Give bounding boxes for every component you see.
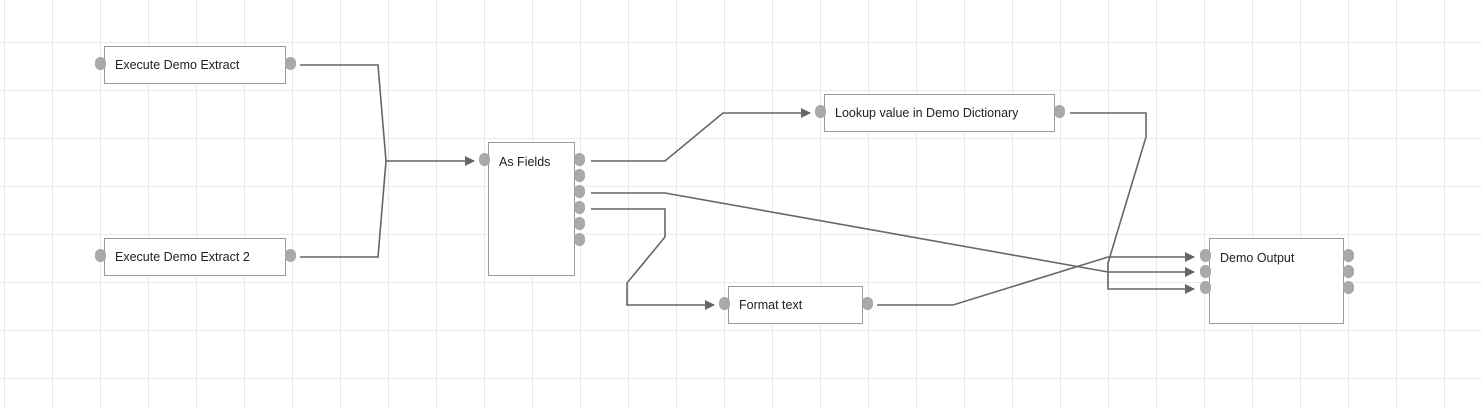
as-fields-output-port-3[interactable] <box>574 185 585 198</box>
node-label: Lookup value in Demo Dictionary <box>835 106 1019 120</box>
edges-layer <box>300 64 1195 310</box>
as-fields-output-port-2[interactable] <box>574 169 585 182</box>
edge-extract1-to-as-fields[interactable] <box>300 64 475 166</box>
output-input-port-1[interactable] <box>1200 249 1211 262</box>
node-as-fields[interactable]: As Fields <box>488 142 575 276</box>
edge-as-fields-to-lookup[interactable] <box>591 108 811 162</box>
edge-extract2-to-as-fields[interactable] <box>300 160 387 258</box>
format-text-input-port[interactable] <box>719 297 730 310</box>
edge-format-text-to-output[interactable] <box>877 252 1195 306</box>
output-input-port-3[interactable] <box>1200 281 1211 294</box>
node-demo-output[interactable]: Demo Output <box>1209 238 1344 324</box>
node-format-text[interactable]: Format text <box>728 286 863 324</box>
extract1-output-port[interactable] <box>285 57 296 70</box>
node-lookup-value-in-demo-dictionary[interactable]: Lookup value in Demo Dictionary <box>824 94 1055 132</box>
node-label: As Fields <box>499 155 551 169</box>
output-output-port-3[interactable] <box>1343 281 1354 294</box>
lookup-output-port[interactable] <box>1054 105 1065 118</box>
as-fields-input-port[interactable] <box>479 153 490 166</box>
as-fields-output-port-5[interactable] <box>574 217 585 230</box>
extract1-input-port[interactable] <box>95 57 106 70</box>
extract2-input-port[interactable] <box>95 249 106 262</box>
node-execute-demo-extract-2[interactable]: Execute Demo Extract 2 <box>104 238 286 276</box>
extract2-output-port[interactable] <box>285 249 296 262</box>
edge-as-fields-to-output[interactable] <box>591 192 1195 277</box>
node-label: Execute Demo Extract <box>115 58 240 72</box>
as-fields-output-port-1[interactable] <box>574 153 585 166</box>
format-text-output-port[interactable] <box>862 297 873 310</box>
as-fields-output-port-4[interactable] <box>574 201 585 214</box>
output-output-port-1[interactable] <box>1343 249 1354 262</box>
node-execute-demo-extract[interactable]: Execute Demo Extract <box>104 46 286 84</box>
as-fields-output-port-6[interactable] <box>574 233 585 246</box>
edge-as-fields-to-format-text[interactable] <box>591 208 715 310</box>
edge-lookup-to-output[interactable] <box>1070 112 1195 294</box>
node-label: Demo Output <box>1220 251 1295 265</box>
node-label: Execute Demo Extract 2 <box>115 250 250 264</box>
output-output-port-2[interactable] <box>1343 265 1354 278</box>
output-input-port-2[interactable] <box>1200 265 1211 278</box>
node-label: Format text <box>739 298 803 312</box>
lookup-input-port[interactable] <box>815 105 826 118</box>
